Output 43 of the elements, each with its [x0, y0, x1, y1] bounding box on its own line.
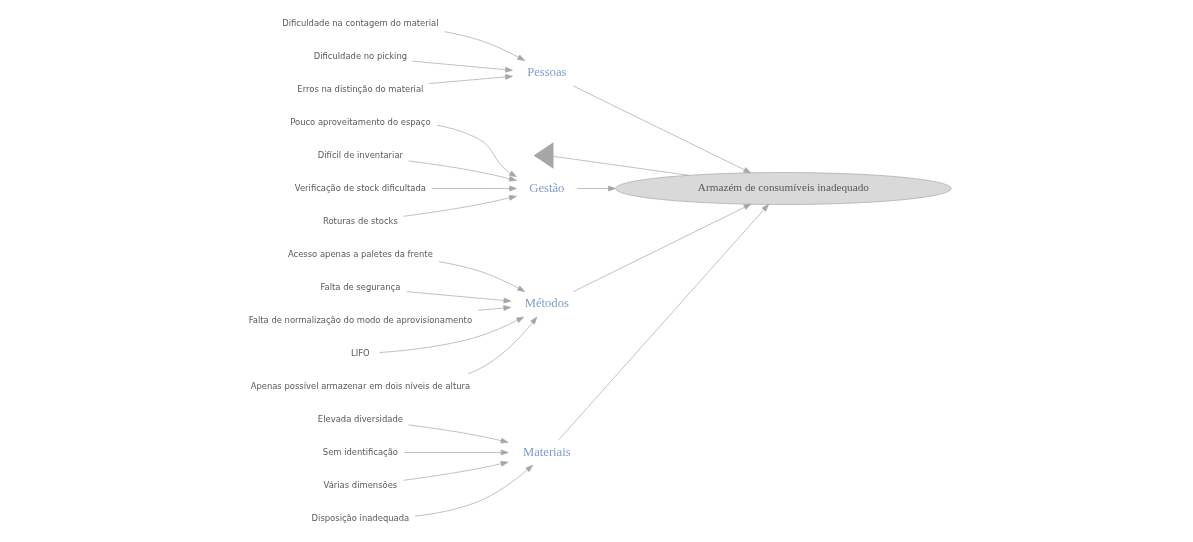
connector — [552, 155, 689, 176]
arrow — [572, 85, 751, 174]
arrow — [378, 316, 524, 353]
node-text: Métodos — [524, 296, 569, 311]
node-text: Pouco aproveitamento do espaço — [289, 116, 431, 127]
node-text: Sem identificação — [322, 446, 398, 457]
node-text: Acesso apenas a paletes da frente — [287, 248, 433, 259]
node-text: Disposição inadequada — [311, 512, 409, 523]
arrow — [576, 185, 616, 192]
arrow — [402, 195, 517, 217]
node-text: Difícil de inventariar — [317, 149, 403, 160]
node-ellipse: Armazém de consumíveis inadequado — [614, 172, 952, 205]
arrow — [443, 31, 525, 61]
node-text: Elevada diversidade — [317, 413, 403, 424]
arrow — [407, 424, 508, 444]
arrow — [431, 185, 517, 192]
node-text: Erros na distinção do material — [296, 83, 423, 94]
arrow — [411, 60, 513, 73]
arrow — [414, 464, 533, 517]
arrow — [477, 305, 511, 311]
arrow — [438, 261, 525, 292]
node-text: Dificuldade na contagem do material — [281, 17, 439, 28]
arrow — [558, 204, 769, 441]
node-text: LIFO — [350, 347, 370, 358]
arrow — [428, 74, 513, 84]
node-text: Materiais — [522, 444, 571, 459]
node-text: Falta de normalização do modo de aprovisionamento — [248, 314, 472, 325]
node-triangle — [533, 142, 553, 169]
node-text: Falta de segurança — [320, 281, 400, 292]
arrow — [407, 160, 517, 182]
arrow — [572, 203, 751, 292]
node-text: Roturas de stocks — [322, 215, 398, 226]
arrow — [405, 291, 511, 304]
arrow — [402, 461, 508, 481]
node-text: Dificuldade no picking — [313, 50, 407, 61]
node-text: Apenas possível armazenar em dois níveis de altura — [250, 380, 470, 391]
node-text: Várias dimensões — [323, 479, 397, 490]
arrow — [403, 449, 508, 456]
node-text: Pessoas — [526, 65, 566, 80]
arrow — [467, 316, 537, 375]
node-text: Verificação de stock dificultada — [294, 182, 426, 193]
arrow — [435, 124, 517, 178]
node-text: Gestão — [528, 180, 564, 195]
